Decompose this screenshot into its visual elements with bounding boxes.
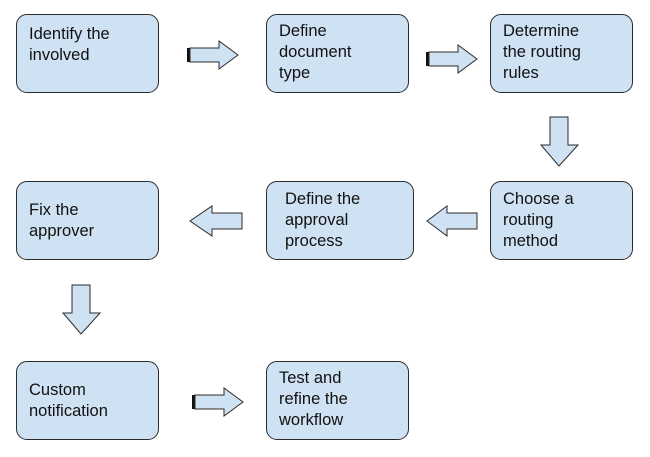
step-custom-notification: Custom notification [16,361,159,440]
arrow-down-icon [61,284,102,335]
arrow-left-icon [426,205,478,237]
arrow-right-icon [187,40,239,70]
step-fix-the-approver: Fix the approver [16,181,159,260]
step-define-approval-process: Define the approval process [266,181,414,260]
arrow-right-icon [192,387,244,417]
step-choose-routing-method: Choose a routing method [490,181,633,260]
arrow-left-icon [189,205,243,237]
step-identify-the-involved: Identify the involved [16,14,159,93]
step-define-document-type: Define document type [266,14,409,93]
arrow-right-icon [426,44,478,74]
step-determine-routing-rules: Determine the routing rules [490,14,633,93]
arrow-down-icon [539,116,580,167]
step-test-and-refine-the-workflow: Test and refine the workflow [266,361,409,440]
